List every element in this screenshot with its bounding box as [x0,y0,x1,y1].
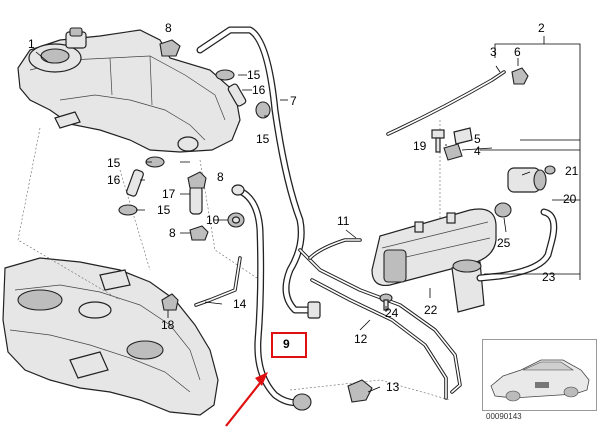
part-label-15-left: 15 [107,156,121,170]
valve-assembly-part-4 [443,127,473,161]
connector-part-6 [511,67,529,85]
part-label-10: 10 [206,213,220,227]
cap-part-18 [161,293,179,311]
part-label-3: 3 [490,45,497,59]
vehicle-thumbnail [482,339,597,411]
diagram-code: 00090143 [486,412,522,421]
grommet-part-10 [227,212,245,228]
hose-part-7 [196,26,321,319]
fuel-tank-lower [2,257,219,416]
part-label-12: 12 [354,332,368,346]
part-label-18: 18 [161,318,175,332]
part-label-23: 23 [542,270,556,284]
pipe-part-14 [194,256,242,307]
part-label-24: 24 [385,306,399,320]
bolt-part-19 [431,129,445,153]
part-label-15-bottom: 15 [157,203,171,217]
hose-part-17 [189,185,203,215]
hose-part-16-upper [227,83,247,107]
part-label-16-left: 16 [107,173,121,187]
part-label-14: 14 [233,297,247,311]
part-label-22: 22 [424,303,438,317]
holder-part-13 [347,379,373,403]
part-label-17: 17 [162,187,176,201]
bracket-part-23 [451,259,485,313]
vent-pipe-part-3 [386,70,506,136]
part-label-15-top: 15 [247,68,261,82]
part-label-9: 9 [283,337,290,351]
part-label-1: 1 [28,37,35,51]
part-label-6: 6 [514,45,521,59]
part-label-19: 19 [413,139,427,153]
cap-part-8 [159,39,209,241]
car-icon [490,359,590,402]
leader-lines [35,36,581,393]
hose-part-16-lower [126,169,144,197]
part-label-21: 21 [565,164,579,178]
charcoal-canister-part-22 [371,208,497,287]
valve-part-20 [476,167,558,282]
fuel-tank-upper [17,27,241,153]
part-label-2: 2 [538,21,545,35]
part-label-13: 13 [386,380,400,394]
part-label-5: 5 [474,132,481,146]
part-label-15-mid: 15 [256,132,270,146]
hose-part-9 [231,184,312,411]
highlight-arrow [225,372,268,427]
part-label-8-bottom: 8 [169,226,176,240]
part-label-25: 25 [497,236,511,250]
part-label-7: 7 [290,94,297,108]
part-label-20: 20 [563,192,577,206]
highlighted-part-box: 9 [271,332,307,358]
grommet-part-25 [494,202,512,218]
part-label-16-top: 16 [252,83,266,97]
nut-part-21 [544,165,556,175]
part-label-4: 4 [474,144,481,158]
part-label-11: 11 [337,214,350,228]
part-label-8-top: 8 [165,21,172,35]
part-label-8-mid: 8 [217,170,224,184]
pipe-part-12 [298,238,462,400]
